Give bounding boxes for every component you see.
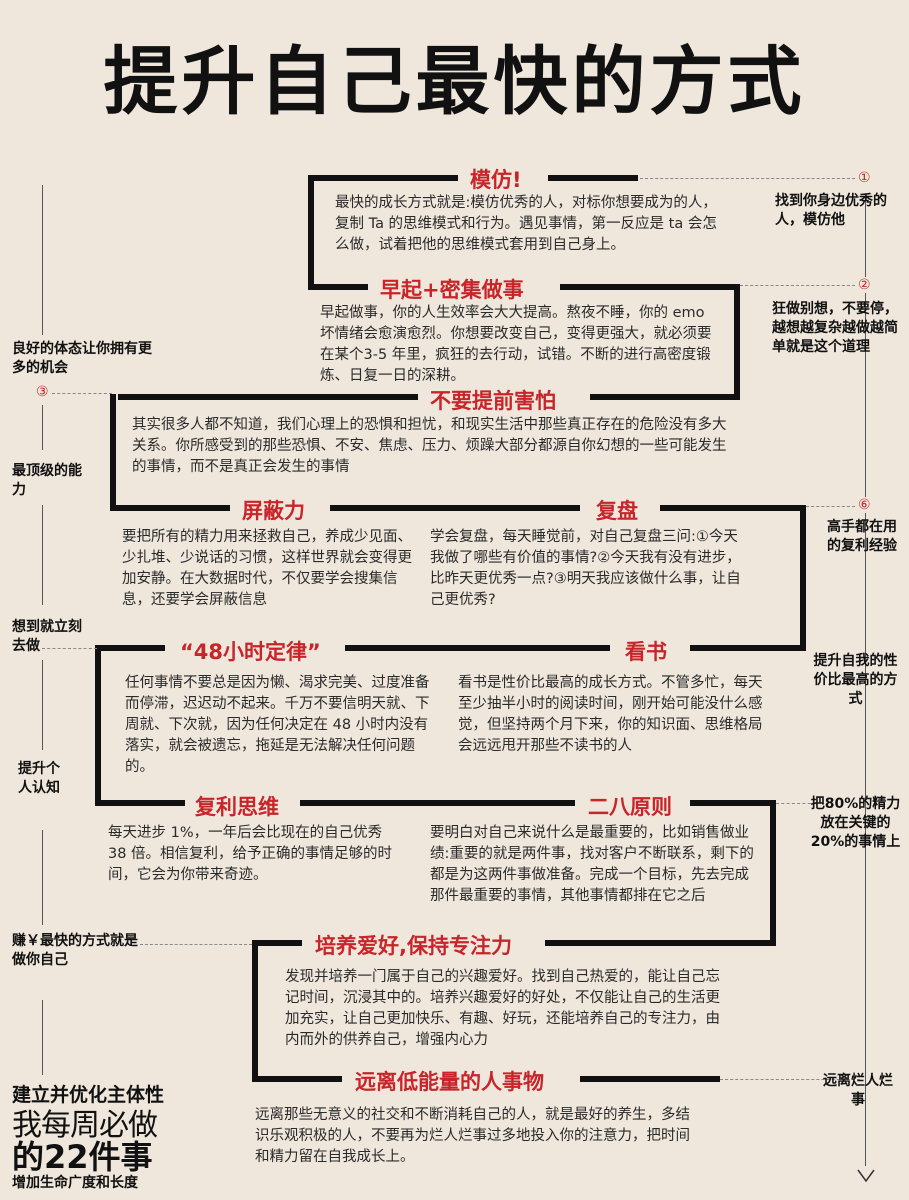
connector-11 [720,1079,860,1080]
text-compound: 每天进步 1%，一年后会比现在的自己优秀 38 倍。相信复利，给予正确的事情足够… [108,825,393,883]
connector-3 [52,393,112,394]
heading-48h: “48小时定律” [170,636,331,666]
left-timeline-6 [42,1000,43,1075]
heading-imitate: 模仿! [460,164,532,194]
text-review: 学会复盘，每天睡觉前，对自己复盘三问:①今天我做了哪些有价值的事情?②今天我有没… [430,529,741,608]
note-left-3: 最顶级的能力 [12,463,82,498]
text-48h: 任何事情不要总是因为懒、渴求完美、过度准备而停滞，迟迟动不起来。千万不要信明天就… [125,675,430,775]
heading-shield: 屏蔽力 [232,495,315,525]
text-8020: 要明白对自己来说什么是最重要的，比如销售做业绩:重要的就是两件事，找对客户不断联… [430,825,754,904]
heading-compound: 复利思维 [185,791,289,821]
note-right-8: 把80%的精力放在关键的 20%的事情上 [810,796,901,850]
path-line-7b [545,940,776,946]
note-right-7: 提升自我的性价比最高的方式 [813,653,898,707]
left-timeline-4 [42,660,43,750]
heading-low-energy: 远离低能量的人事物 [345,1066,554,1096]
path-line-2a [308,284,368,290]
connector-6 [806,506,855,507]
heading-read: 看书 [615,636,677,666]
path-line-6c [690,800,774,806]
left-timeline-2 [42,405,43,450]
note-right-6: 高手都在用的复利经验 [827,519,897,554]
text-no-fear: 其实很多人都不知道，我们心理上的恐惧和担忧，和现实生活中那些真正存在的危险没有多… [132,417,727,475]
text-early-rise: 早起做事，你的人生效率会大大提高。熬夜不睡，你的 emo 坏情绪会愈演愈烈。你想… [320,305,712,384]
text-shield: 要把所有的精力用来拯救自己，养成少见面、少扎堆、少说话的习惯，这样世界就会变得更… [122,529,412,608]
connector-4 [42,648,97,649]
footer-line-4: 增加生命广度和长度 [12,1175,138,1191]
down-arrow-icon [856,1168,876,1188]
path-line-2v [734,284,740,400]
heading-no-fear: 不要提前害怕 [420,385,566,415]
connector-8 [776,803,816,804]
path-line-6v [770,800,776,946]
heading-hobby: 培养爱好,保持专注力 [305,930,522,960]
text-read: 看书是性价比最高的成长方式。不管多忙，每天至少抽半小时的阅读时间，刚开始可能没什… [458,675,763,754]
note-number-6: ⑥ [858,497,871,513]
note-right-1: 找到你身边优秀的人，模仿他 [775,193,887,228]
footer-line-1: 建立并优化主体性 [12,1084,165,1106]
text-imitate: 最快的成长方式就是:模仿优秀的人，对标你想要成为的人，复制 Ta 的思维模式和行… [335,195,717,253]
heading-early-rise: 早起+密集做事 [370,274,534,304]
path-line-1a [308,175,458,181]
path-line-1v [308,175,314,290]
note-number-1: ① [858,170,871,186]
footer-line-3: 的22件事 [12,1138,153,1176]
path-line-3b [590,394,740,400]
path-line-4a [110,505,230,511]
connector-1 [640,178,855,179]
note-number-2: ② [858,277,871,293]
note-left-6: 赚￥最快的方式就是做你自己 [12,933,138,968]
path-line-3v [110,394,116,510]
path-line-7a [252,940,302,946]
note-left-1: 良好的体态让你拥有更多的机会 [12,341,152,376]
connector-2 [740,285,855,286]
path-line-5v [95,645,101,805]
path-line-6a [95,800,185,806]
note-right-11: 远离烂人烂事 [823,1073,893,1108]
text-low-energy: 远离那些无意义的社交和不断消耗自己的人，就是最好的养生，多结识乐观积极的人，不要… [255,1107,690,1165]
path-line-1b [548,175,638,181]
path-line-2b [560,284,740,290]
right-timeline [865,196,866,1166]
connector-6b [140,944,252,945]
note-right-2: 狂做别想，不要停，越想越复杂越做越简单就是这个道理 [772,301,898,355]
path-line-5a [95,645,165,651]
heading-8020: 二八原则 [578,791,682,821]
left-timeline-3 [42,505,43,605]
note-number-3: ③ [36,384,49,400]
path-line-5b [345,645,610,651]
note-left-4: 想到就立刻去做 [12,619,82,654]
path-line-8b [580,1076,720,1082]
path-line-4b [330,505,580,511]
path-line-4v [800,505,806,651]
note-left-5: 提升个人认知 [18,761,60,796]
path-line-3a [118,394,418,400]
path-line-5c [690,645,806,651]
page-title: 提升自己最快的方式 [103,39,806,125]
path-line-6b [300,800,575,806]
text-hobby: 发现并培养一门属于自己的兴趣爱好。找到自己热爱的，能让自己忘记时间，沉浸其中的。… [285,969,720,1048]
heading-review: 复盘 [586,495,648,525]
path-line-8a [252,1076,342,1082]
footer-line-2: 我每周必做 [12,1108,158,1143]
left-timeline [42,185,43,335]
path-line-7v [252,940,258,1082]
left-timeline-5 [42,830,43,925]
path-line-4c [660,505,806,511]
